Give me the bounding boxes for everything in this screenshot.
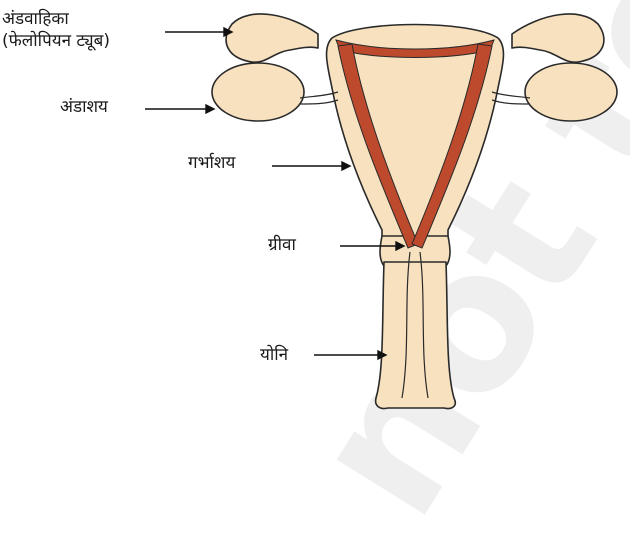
right-ovary <box>525 63 617 121</box>
label-ovary: अंडाशय <box>60 96 108 118</box>
vagina <box>376 262 456 409</box>
label-oviduct-line2: (फेलोपियन ट्यूब) <box>2 30 110 52</box>
left-ovary <box>212 63 304 121</box>
left-fallopian-tube <box>226 14 318 62</box>
reproductive-system-diagram <box>0 0 630 417</box>
label-cervix: ग्रीवा <box>268 234 296 256</box>
label-vagina: योनि <box>260 344 288 366</box>
label-oviduct-line1: अंडवाहिका <box>2 8 69 30</box>
right-fallopian-tube <box>512 14 604 62</box>
label-uterus: गर्भाशय <box>188 152 235 174</box>
